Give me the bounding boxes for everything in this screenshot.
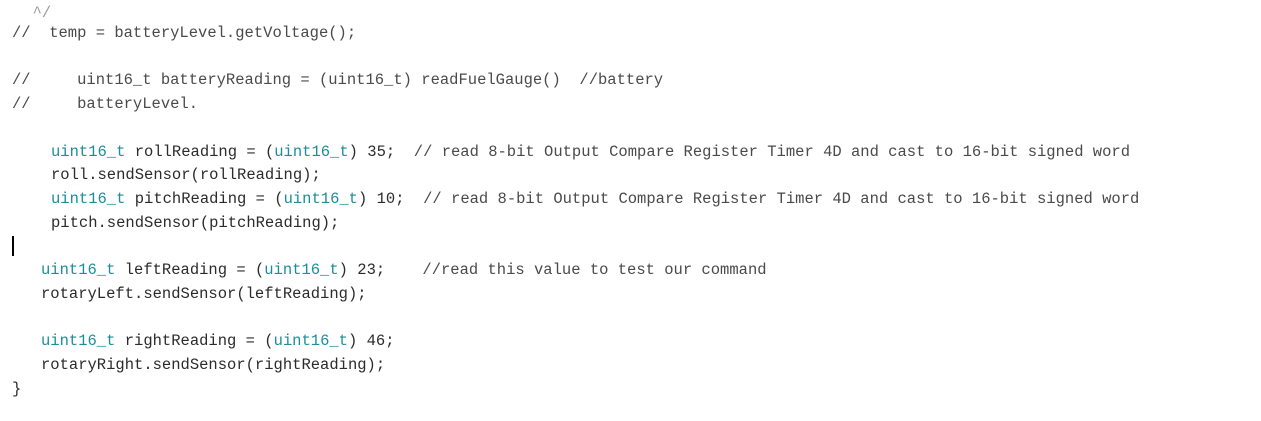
code-line: rotaryLeft.sendSensor(leftReading); bbox=[41, 284, 367, 304]
code-text: pitchReading = ( bbox=[125, 190, 284, 208]
code-line: uint16_t rightReading = (uint16_t) 46; bbox=[41, 331, 395, 351]
code-line: // temp = batteryLevel.getVoltage(); bbox=[12, 23, 356, 43]
text-cursor bbox=[12, 236, 14, 256]
code-keyword: uint16_t bbox=[274, 143, 349, 161]
code-keyword: uint16_t bbox=[41, 332, 116, 350]
code-text: } bbox=[12, 380, 22, 398]
code-comment: // batteryLevel. bbox=[12, 95, 199, 113]
code-line: uint16_t pitchReading = (uint16_t) 10; /… bbox=[51, 189, 1139, 209]
code-line: uint16_t rollReading = (uint16_t) 35; //… bbox=[51, 142, 1130, 162]
code-line: ^/ bbox=[14, 3, 52, 23]
code-line: // batteryLevel. bbox=[12, 94, 198, 114]
code-text: ) 10; bbox=[357, 190, 424, 208]
code-comment: // read 8-bit Output Compare Register Ti… bbox=[413, 143, 1131, 161]
code-comment: // uint16_t batteryReading = (uint16_t) … bbox=[12, 71, 664, 89]
code-text: ) 23; bbox=[338, 261, 423, 279]
code-comment: // read 8-bit Output Compare Register Ti… bbox=[423, 190, 1140, 208]
code-keyword: uint16_t bbox=[264, 261, 339, 279]
code-keyword: uint16_t bbox=[41, 261, 116, 279]
code-text: roll.sendSensor(rollReading); bbox=[51, 166, 321, 184]
code-keyword: uint16_t bbox=[283, 190, 358, 208]
code-keyword: uint16_t bbox=[51, 190, 126, 208]
code-text: rotaryRight.sendSensor(rightReading); bbox=[41, 356, 386, 374]
code-text: pitch.sendSensor(pitchReading); bbox=[51, 214, 340, 232]
code-line: roll.sendSensor(rollReading); bbox=[51, 165, 321, 185]
code-line: rotaryRight.sendSensor(rightReading); bbox=[41, 355, 385, 375]
code-line: uint16_t leftReading = (uint16_t) 23; //… bbox=[41, 260, 767, 280]
code-text: ) 46; bbox=[347, 332, 395, 350]
code-text: rightReading = ( bbox=[115, 332, 274, 350]
code-keyword: uint16_t bbox=[273, 332, 348, 350]
code-line: pitch.sendSensor(pitchReading); bbox=[51, 213, 339, 233]
code-text: rollReading = ( bbox=[125, 143, 275, 161]
code-text: ^/ bbox=[14, 4, 52, 22]
code-line: } bbox=[12, 379, 21, 399]
code-comment: //read this value to test our command bbox=[422, 261, 767, 279]
code-line: // uint16_t batteryReading = (uint16_t) … bbox=[12, 70, 663, 90]
code-keyword: uint16_t bbox=[51, 143, 126, 161]
code-comment: // temp = batteryLevel.getVoltage(); bbox=[12, 24, 357, 42]
code-text: ) 35; bbox=[348, 143, 414, 161]
code-text: rotaryLeft.sendSensor(leftReading); bbox=[41, 285, 367, 303]
code-text: leftReading = ( bbox=[115, 261, 265, 279]
